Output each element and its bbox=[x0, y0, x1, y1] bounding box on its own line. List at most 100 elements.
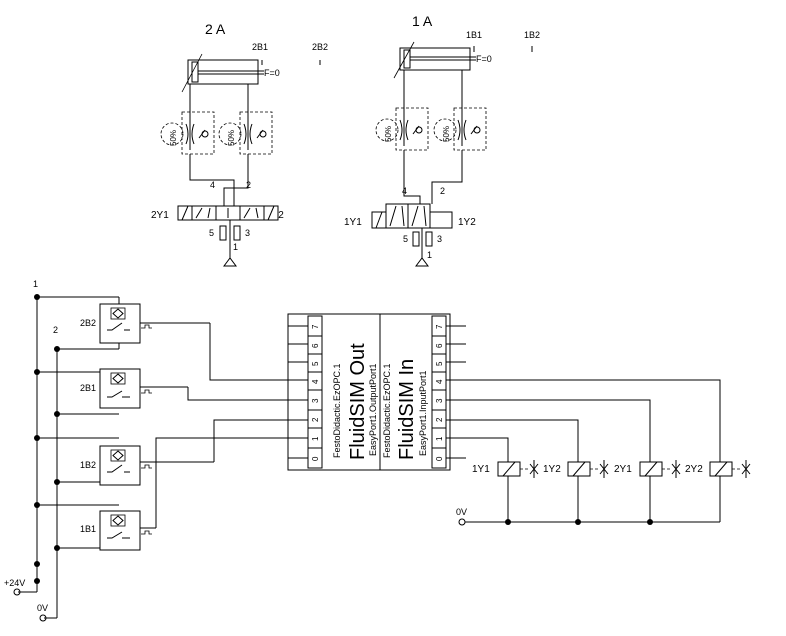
sensor-2b1-contact bbox=[107, 390, 130, 398]
valve-1-solenoid-left-label: 1Y1 bbox=[344, 217, 362, 228]
input-pin-0: 0 bbox=[435, 456, 444, 461]
input-pin-2: 2 bbox=[435, 417, 444, 422]
sensor-1b1-body bbox=[99, 510, 141, 551]
sensor-1b1-label: 1B1 bbox=[80, 524, 96, 534]
supply-zero-left-label: 0V bbox=[37, 603, 48, 613]
output-pin-1: 1 bbox=[311, 436, 320, 441]
coil-2y1: 2Y1 bbox=[614, 460, 681, 522]
valve-2-port-exhaust-right: 3 bbox=[245, 228, 250, 238]
sensor-1b2-contact bbox=[107, 464, 130, 473]
throttle-2a-left-frame bbox=[181, 111, 215, 155]
cylinder-2a-title: 2 A bbox=[205, 21, 226, 37]
cylinder-1a-piston bbox=[403, 49, 411, 69]
valve-2-flow-arrows bbox=[195, 207, 259, 219]
rail-2-label: 2 bbox=[53, 325, 58, 335]
output-module-port: EasyPort1.OutputPort1 bbox=[368, 363, 378, 456]
supply-plus-label: +24V bbox=[4, 578, 25, 588]
cylinder-2a-sensor-left-label: 2B1 bbox=[252, 42, 268, 52]
valve-2-group: 2Y1 2Y2 5 3 1 bbox=[151, 205, 284, 267]
throttle-1a-right-label: 50% bbox=[442, 126, 451, 142]
valve-1-flow-arrows bbox=[389, 205, 427, 227]
input-pin-6: 6 bbox=[435, 343, 444, 348]
valve-2-cell-3 bbox=[239, 205, 265, 221]
coil-1y2: 1Y2 bbox=[543, 460, 609, 522]
cylinder-2a-body bbox=[187, 59, 259, 85]
sensor-2b2-contact bbox=[107, 322, 130, 331]
output-pin-4: 4 bbox=[311, 379, 320, 384]
output-module-title: FluidSIM Out bbox=[347, 343, 369, 460]
valve-1-cell-1 bbox=[385, 203, 409, 229]
valve-2-silencer-left bbox=[219, 225, 227, 241]
input-pin-strip bbox=[431, 315, 447, 469]
sensor-1b2-body bbox=[99, 445, 141, 486]
output-pin-2: 2 bbox=[311, 417, 320, 422]
sensor-1b2: 1B2 bbox=[37, 437, 214, 486]
throttle-2a-right-dial bbox=[218, 122, 242, 146]
coil-1y2-valve-icon bbox=[599, 460, 609, 478]
cylinder-2a-force: F=0 bbox=[264, 68, 280, 78]
sensor-2b2-body bbox=[99, 303, 141, 344]
throttle-1a-left-frame bbox=[395, 107, 429, 151]
valve-1-solenoid-right-label: 1Y2 bbox=[458, 217, 476, 228]
cylinder-1a-body bbox=[399, 47, 471, 71]
coil-2y2-valve-icon bbox=[741, 460, 751, 478]
throttle-2a-left-dial bbox=[160, 122, 184, 146]
valve-1-silencer-left bbox=[412, 231, 420, 247]
input-module: FestoDidactic.EzOPC.1 FluidSIM In EasyPo… bbox=[382, 315, 466, 469]
throttle-2a-right-label: 50% bbox=[227, 130, 236, 146]
throttle-2a-left-restrictor bbox=[185, 116, 195, 150]
cylinder-2a-sensor-right-label: 2B2 bbox=[312, 42, 328, 52]
sensor-2b1-diamond-icon bbox=[112, 373, 124, 384]
valve-1-port-supply: 1 bbox=[427, 250, 432, 260]
input-pin-4: 4 bbox=[435, 379, 444, 384]
coil-2y1-valve-icon bbox=[671, 460, 681, 478]
cylinder-1a-title: 1 A bbox=[412, 13, 433, 29]
coil-1y1-valve-icon bbox=[529, 460, 539, 478]
input-pin-5: 5 bbox=[435, 361, 444, 366]
coil-2y2: 2Y2 bbox=[685, 460, 751, 522]
input-module-title: FluidSIM In bbox=[396, 359, 418, 460]
cylinder-1a-sensor-right-label: 1B2 bbox=[524, 30, 540, 40]
coil-2y1-label: 2Y1 bbox=[614, 464, 632, 475]
coil-2y2-label: 2Y2 bbox=[685, 464, 703, 475]
valve-1-group: 1Y1 1Y2 5 3 1 bbox=[344, 203, 476, 267]
throttle-2a-right-frame bbox=[239, 111, 273, 155]
sensor-2b2-diamond-icon bbox=[112, 308, 124, 319]
sensor-2b2-label: 2B2 bbox=[80, 318, 96, 328]
sensor-2b1-label: 2B1 bbox=[80, 383, 96, 393]
valve-1-port-exhaust-right: 3 bbox=[437, 234, 442, 244]
throttle-1a-left-label: 50% bbox=[384, 126, 393, 142]
zero-volt-bus: 0V bbox=[456, 507, 720, 526]
throttle-2a-right-restrictor bbox=[243, 116, 253, 150]
coil-wiring bbox=[446, 379, 721, 462]
valve-2-port-b: 2 bbox=[246, 180, 251, 190]
sensor-wiring bbox=[155, 323, 306, 528]
valve-2-port-exhaust-left: 5 bbox=[209, 228, 214, 238]
supply-zero-right-terminal bbox=[458, 518, 466, 526]
output-pin-7: 7 bbox=[311, 324, 320, 329]
output-pin-5: 5 bbox=[311, 361, 320, 366]
valve-2-port-supply: 1 bbox=[233, 242, 238, 252]
valve-1-port-b: 2 bbox=[440, 186, 445, 196]
coil-1y1-label: 1Y1 bbox=[472, 464, 490, 475]
sensor-1b1: 1B1 bbox=[37, 504, 156, 551]
output-pin-strip bbox=[307, 315, 323, 469]
check-valve-1a-left bbox=[415, 126, 423, 134]
supply-zero-left-terminal bbox=[39, 614, 47, 622]
cylinder-2a-piston bbox=[191, 61, 199, 83]
cylinder-1a-adjust-arrow bbox=[393, 41, 415, 79]
valve-2-pressure-source bbox=[223, 257, 237, 267]
supply-rails: 1 2 +24V 0V bbox=[4, 279, 60, 622]
sensor-2b2: 2B2 bbox=[37, 296, 210, 350]
output-pin-3: 3 bbox=[311, 398, 320, 403]
check-valve-2a-left bbox=[201, 130, 209, 138]
valve-2-port-a: 4 bbox=[210, 180, 215, 190]
sensor-1b1-diamond-icon bbox=[112, 515, 124, 526]
input-module-port: EasyPort1.InputPort1 bbox=[418, 370, 428, 456]
valve-2-cell-1 bbox=[191, 205, 217, 221]
sensor-1b2-label: 1B2 bbox=[80, 460, 96, 470]
input-module-device: FestoDidactic.EzOPC.1 bbox=[382, 363, 392, 458]
coil-1y1: 1Y1 bbox=[472, 460, 539, 522]
throttle-1a-right-dial bbox=[433, 118, 457, 142]
valve-1-port-exhaust-left: 5 bbox=[403, 234, 408, 244]
